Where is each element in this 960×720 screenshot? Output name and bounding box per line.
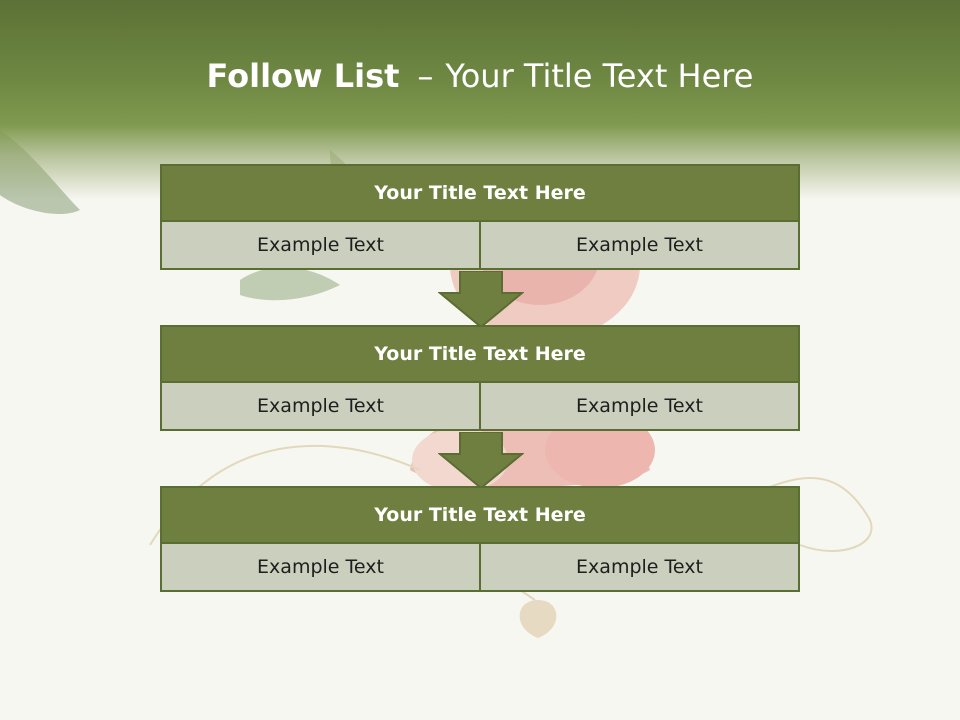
slide-title-rest: Your Title Text Here [445, 57, 754, 95]
slide-title-separator: – [417, 57, 434, 95]
block-row: Example Text Example Text [162, 222, 798, 268]
block-title: Your Title Text Here [162, 488, 798, 544]
down-arrow-icon [438, 271, 524, 329]
block-cell-left: Example Text [162, 544, 479, 590]
block-cell-right: Example Text [479, 544, 798, 590]
block-cell-left: Example Text [162, 222, 479, 268]
down-arrow-icon [438, 432, 524, 490]
slide-title-bold: Follow List [206, 57, 400, 95]
block-cell-right: Example Text [479, 383, 798, 429]
list-block-3: Your Title Text Here Example Text Exampl… [160, 486, 800, 592]
block-title: Your Title Text Here [162, 327, 798, 383]
list-block-1: Your Title Text Here Example Text Exampl… [160, 164, 800, 270]
slide-title: Follow List–Your Title Text Here [0, 56, 960, 96]
block-title: Your Title Text Here [162, 166, 798, 222]
block-cell-left: Example Text [162, 383, 479, 429]
block-cell-right: Example Text [479, 222, 798, 268]
block-row: Example Text Example Text [162, 383, 798, 429]
list-block-2: Your Title Text Here Example Text Exampl… [160, 325, 800, 431]
block-row: Example Text Example Text [162, 544, 798, 590]
